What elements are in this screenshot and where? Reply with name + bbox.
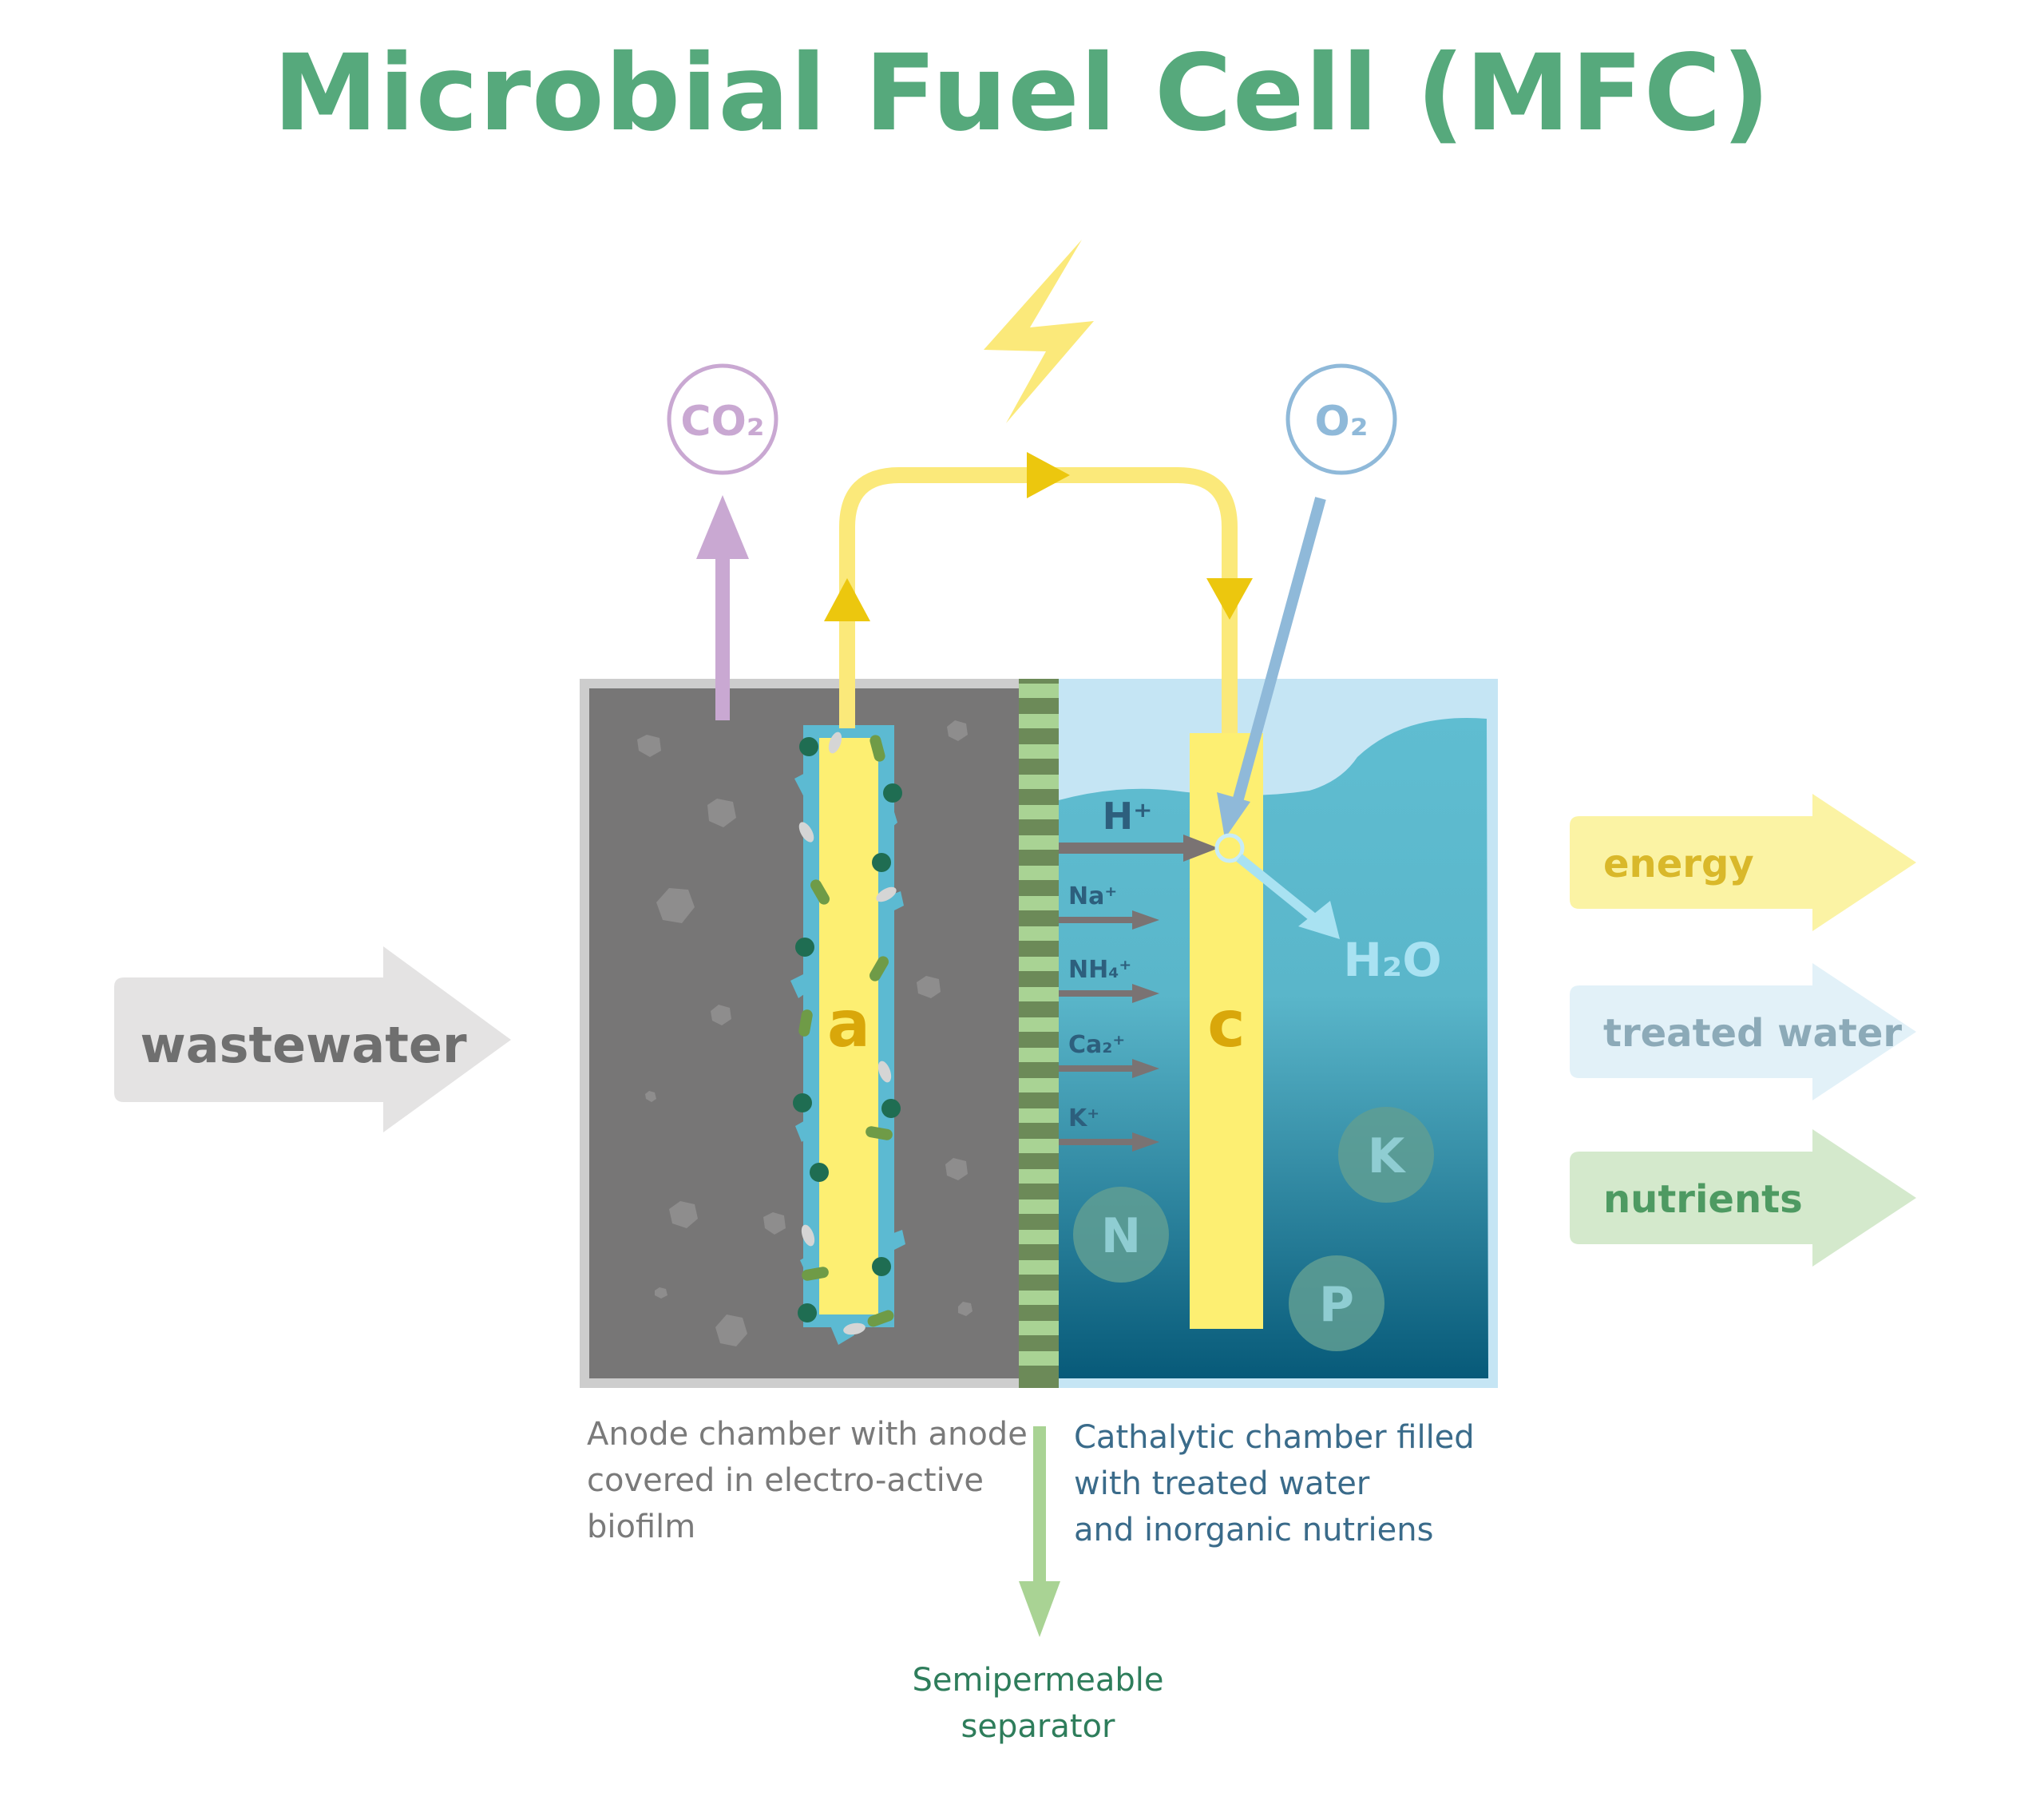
ion-flows: Na⁺ NH₄⁺ Ca₂⁺ K⁺ xyxy=(1059,882,1159,1152)
ion-label: K⁺ xyxy=(1068,1104,1099,1132)
anode-debris xyxy=(637,720,972,1346)
ion-flow: Na⁺ xyxy=(1059,882,1159,930)
nutrient-label: N xyxy=(1101,1208,1141,1264)
h2o-label: H₂O xyxy=(1343,933,1441,987)
ion-flow: Ca₂⁺ xyxy=(1059,1031,1159,1078)
output-label: nutrients xyxy=(1603,1177,1803,1222)
h-ion-label: H⁺ xyxy=(1103,795,1153,838)
nutrient-circle: K xyxy=(1338,1107,1434,1203)
reaction-point xyxy=(1214,833,1245,863)
separator-stripe xyxy=(1019,1078,1059,1092)
cathode-chamber xyxy=(1059,679,1498,1388)
separator-stripe xyxy=(1019,1169,1059,1184)
cathode-caption-line: with treated water xyxy=(1074,1465,1370,1502)
output-arrow: energy xyxy=(1570,794,1916,931)
o2-input: O₂ xyxy=(1217,363,1397,839)
o2-label: O₂ xyxy=(1315,398,1369,446)
anode-caption-line: covered in electro-active xyxy=(587,1462,984,1499)
separator-stripe xyxy=(1019,1017,1059,1032)
separator-stripe xyxy=(1019,805,1059,819)
separator-caption-line: separator xyxy=(961,1708,1115,1745)
wastewater-arrow: wastewater xyxy=(114,946,511,1132)
wire-arrow-up xyxy=(824,578,870,621)
separator-stripe xyxy=(1019,1351,1059,1366)
lightning-icon xyxy=(984,240,1094,423)
nutrient-circle: N xyxy=(1073,1187,1169,1283)
separator-stripe xyxy=(1019,1139,1059,1153)
separator-stripe xyxy=(1019,1230,1059,1244)
h-ion-flow: H⁺ xyxy=(1059,795,1218,862)
nutrient-label: P xyxy=(1319,1277,1354,1333)
separator-stripe xyxy=(1019,957,1059,971)
semipermeable-separator xyxy=(1019,679,1059,1388)
separator-stripe xyxy=(1019,835,1059,850)
ion-flow: NH₄⁺ xyxy=(1059,956,1159,1003)
separator-caption-line: Semipermeable xyxy=(912,1662,1164,1699)
wastewater-label: wastewater xyxy=(140,1016,467,1074)
ion-flow: K⁺ xyxy=(1059,1104,1159,1152)
nutrient-circle: P xyxy=(1289,1255,1384,1351)
separator-stripe xyxy=(1019,714,1059,728)
cathode-caption-line: Cathalytic chamber filled xyxy=(1074,1419,1475,1456)
anode-caption: Anode chamber with anode covered in elec… xyxy=(587,1411,1028,1550)
co2-label: CO₂ xyxy=(680,398,764,446)
nutrient-label: K xyxy=(1368,1128,1407,1184)
wire-arrow-right xyxy=(1027,452,1070,498)
anode-caption-line: Anode chamber with anode xyxy=(587,1416,1028,1453)
external-circuit xyxy=(824,452,1253,733)
separator-stripe xyxy=(1019,987,1059,1001)
microbes xyxy=(793,732,902,1335)
separator-stripe xyxy=(1019,1199,1059,1214)
nutrient-circles: N K P xyxy=(1073,1107,1434,1351)
output-arrow: treated water xyxy=(1570,963,1916,1100)
separator-stripe xyxy=(1019,1048,1059,1062)
separator-stripe xyxy=(1019,1291,1059,1305)
cathode-caption-line: and inorganic nutriens xyxy=(1074,1512,1434,1548)
separator-pointer xyxy=(1019,1426,1060,1637)
separator-caption: Semipermeable separator xyxy=(886,1657,1190,1750)
separator-stripe xyxy=(1019,744,1059,759)
output-label: treated water xyxy=(1603,1011,1902,1056)
separator-stripe xyxy=(1019,896,1059,910)
cathode-label: c xyxy=(1207,987,1245,1061)
output-label: energy xyxy=(1603,842,1754,886)
ion-label: Ca₂⁺ xyxy=(1068,1031,1125,1059)
wire-arrow-down xyxy=(1206,578,1253,620)
cathode-caption: Cathalytic chamber filled with treated w… xyxy=(1074,1414,1475,1553)
anode-electrode: a xyxy=(790,725,905,1345)
output-arrows: energy treated water nutrients xyxy=(1570,794,1916,1267)
ion-label: Na⁺ xyxy=(1068,882,1117,910)
separator-stripe xyxy=(1019,866,1059,880)
separator-stripe xyxy=(1019,1321,1059,1335)
separator-stripe xyxy=(1019,926,1059,941)
anode-label: a xyxy=(827,987,870,1061)
co2-output: CO₂ xyxy=(667,363,778,720)
ion-label: NH₄⁺ xyxy=(1068,956,1131,984)
separator-stripe xyxy=(1019,1108,1059,1123)
output-arrow: nutrients xyxy=(1570,1129,1916,1267)
separator-stripe xyxy=(1019,775,1059,789)
anode-caption-line: biofilm xyxy=(587,1509,696,1545)
page-title: Microbial Fuel Cell (MFC) xyxy=(273,32,1771,155)
separator-stripe xyxy=(1019,684,1059,698)
separator-stripe xyxy=(1019,1260,1059,1275)
water-product: H₂O xyxy=(1236,854,1442,987)
